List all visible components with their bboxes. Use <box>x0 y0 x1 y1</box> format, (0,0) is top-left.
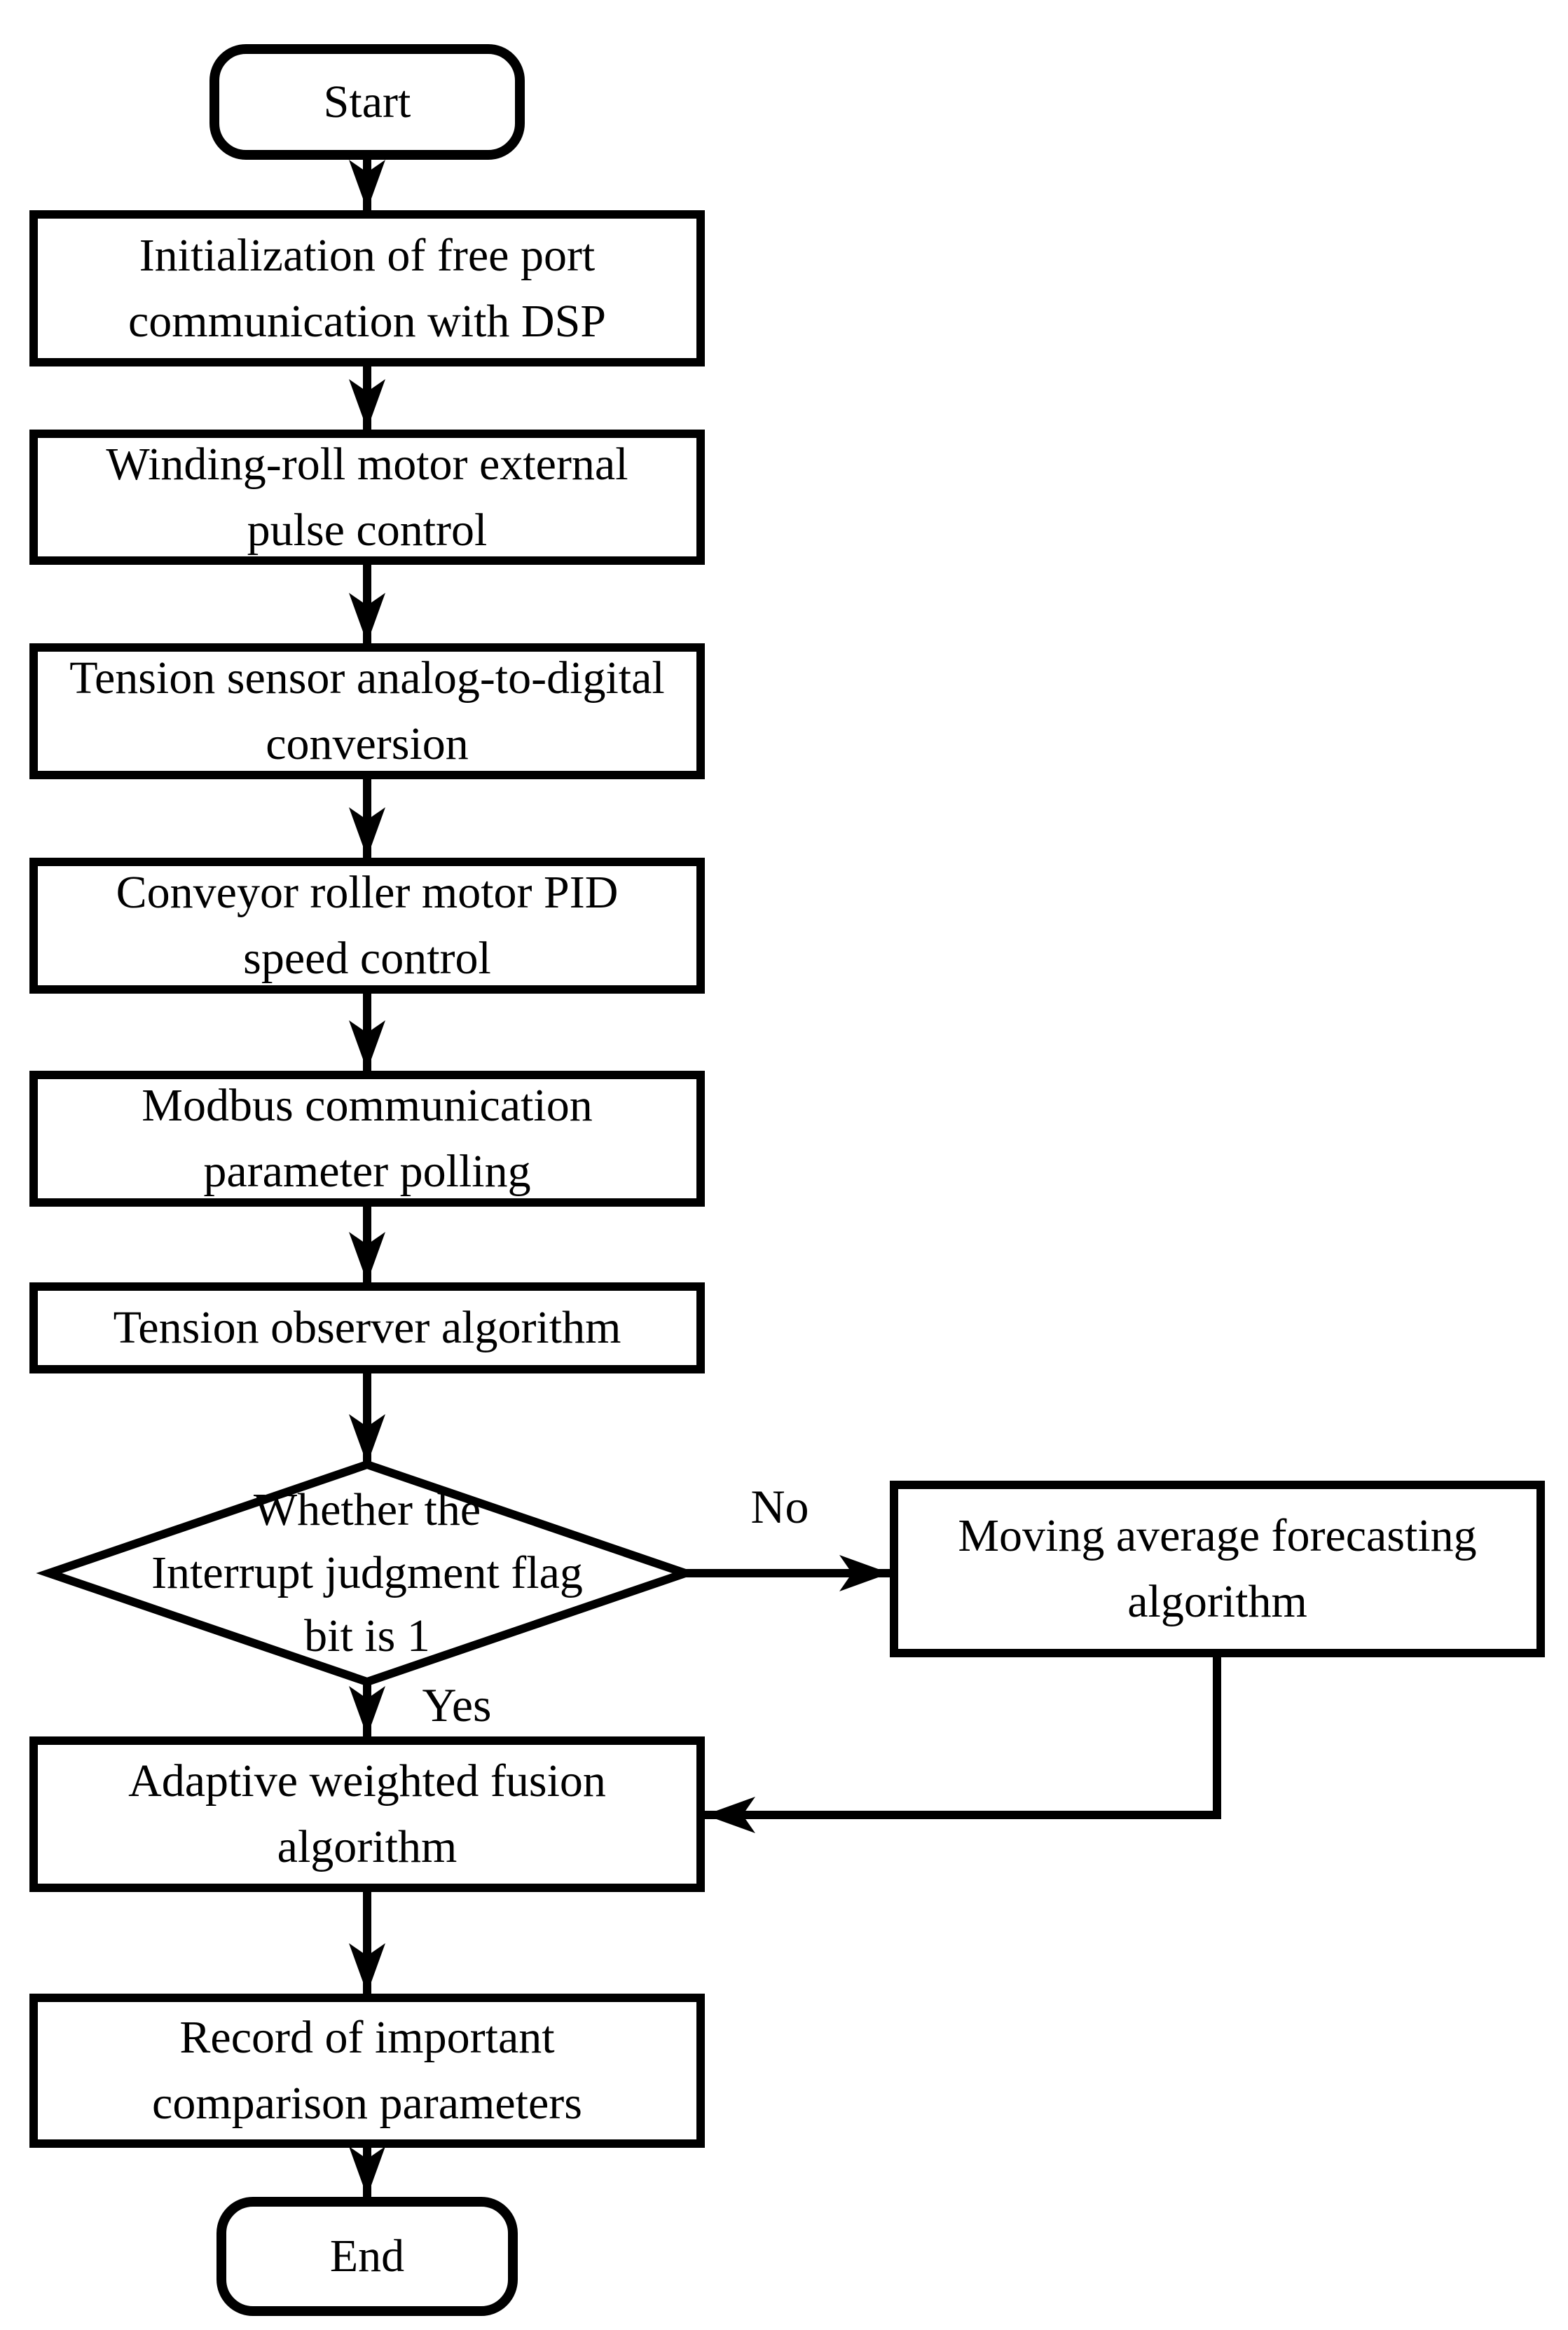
moving-average-label: Moving average forecasting algorithm <box>958 1510 1477 1627</box>
modbus-polling-box: Modbus communication parameter polling <box>29 1071 705 1207</box>
edge-moving-to-fusion <box>705 1657 1221 1833</box>
tension-adc-box: Tension sensor analog-to-digital convers… <box>29 643 705 779</box>
adaptive-fusion-box: Adaptive weighted fusion algorithm <box>29 1736 705 1892</box>
end-label: End <box>329 2230 405 2282</box>
init-communication-box: Initialization of free port communicatio… <box>29 210 705 366</box>
init-communication-label: Initialization of free port communicatio… <box>128 229 606 347</box>
tension-observer-label: Tension observer algorithm <box>113 1302 621 1353</box>
winding-roll-label: Winding-roll motor external pulse contro… <box>106 438 628 556</box>
interrupt-flag-decision-label: Whether the Interrupt judgment flag bit … <box>151 1484 583 1661</box>
modbus-polling-label: Modbus communication parameter polling <box>142 1080 593 1197</box>
tension-observer-box: Tension observer algorithm <box>29 1282 705 1373</box>
moving-average-box: Moving average forecasting algorithm <box>890 1481 1545 1657</box>
record-parameters-label: Record of important comparison parameter… <box>152 2012 582 2129</box>
tension-adc-label: Tension sensor analog-to-digital convers… <box>69 652 665 769</box>
start-label: Start <box>323 76 411 128</box>
yes-edge-label: Yes <box>422 1678 492 1732</box>
adaptive-fusion-label: Adaptive weighted fusion algorithm <box>128 1755 606 1872</box>
conveyor-pid-label: Conveyor roller motor PID speed control <box>116 867 619 984</box>
decision-diamond-shape <box>36 1460 699 1687</box>
start-node: Start <box>209 44 525 160</box>
conveyor-pid-box: Conveyor roller motor PID speed control <box>29 858 705 994</box>
winding-roll-box: Winding-roll motor external pulse contro… <box>29 430 705 565</box>
interrupt-flag-decision: Whether the Interrupt judgment flag bit … <box>49 1465 685 1682</box>
end-node: End <box>216 2197 518 2316</box>
no-edge-label: No <box>750 1480 809 1533</box>
record-parameters-box: Record of important comparison parameter… <box>29 1994 705 2148</box>
